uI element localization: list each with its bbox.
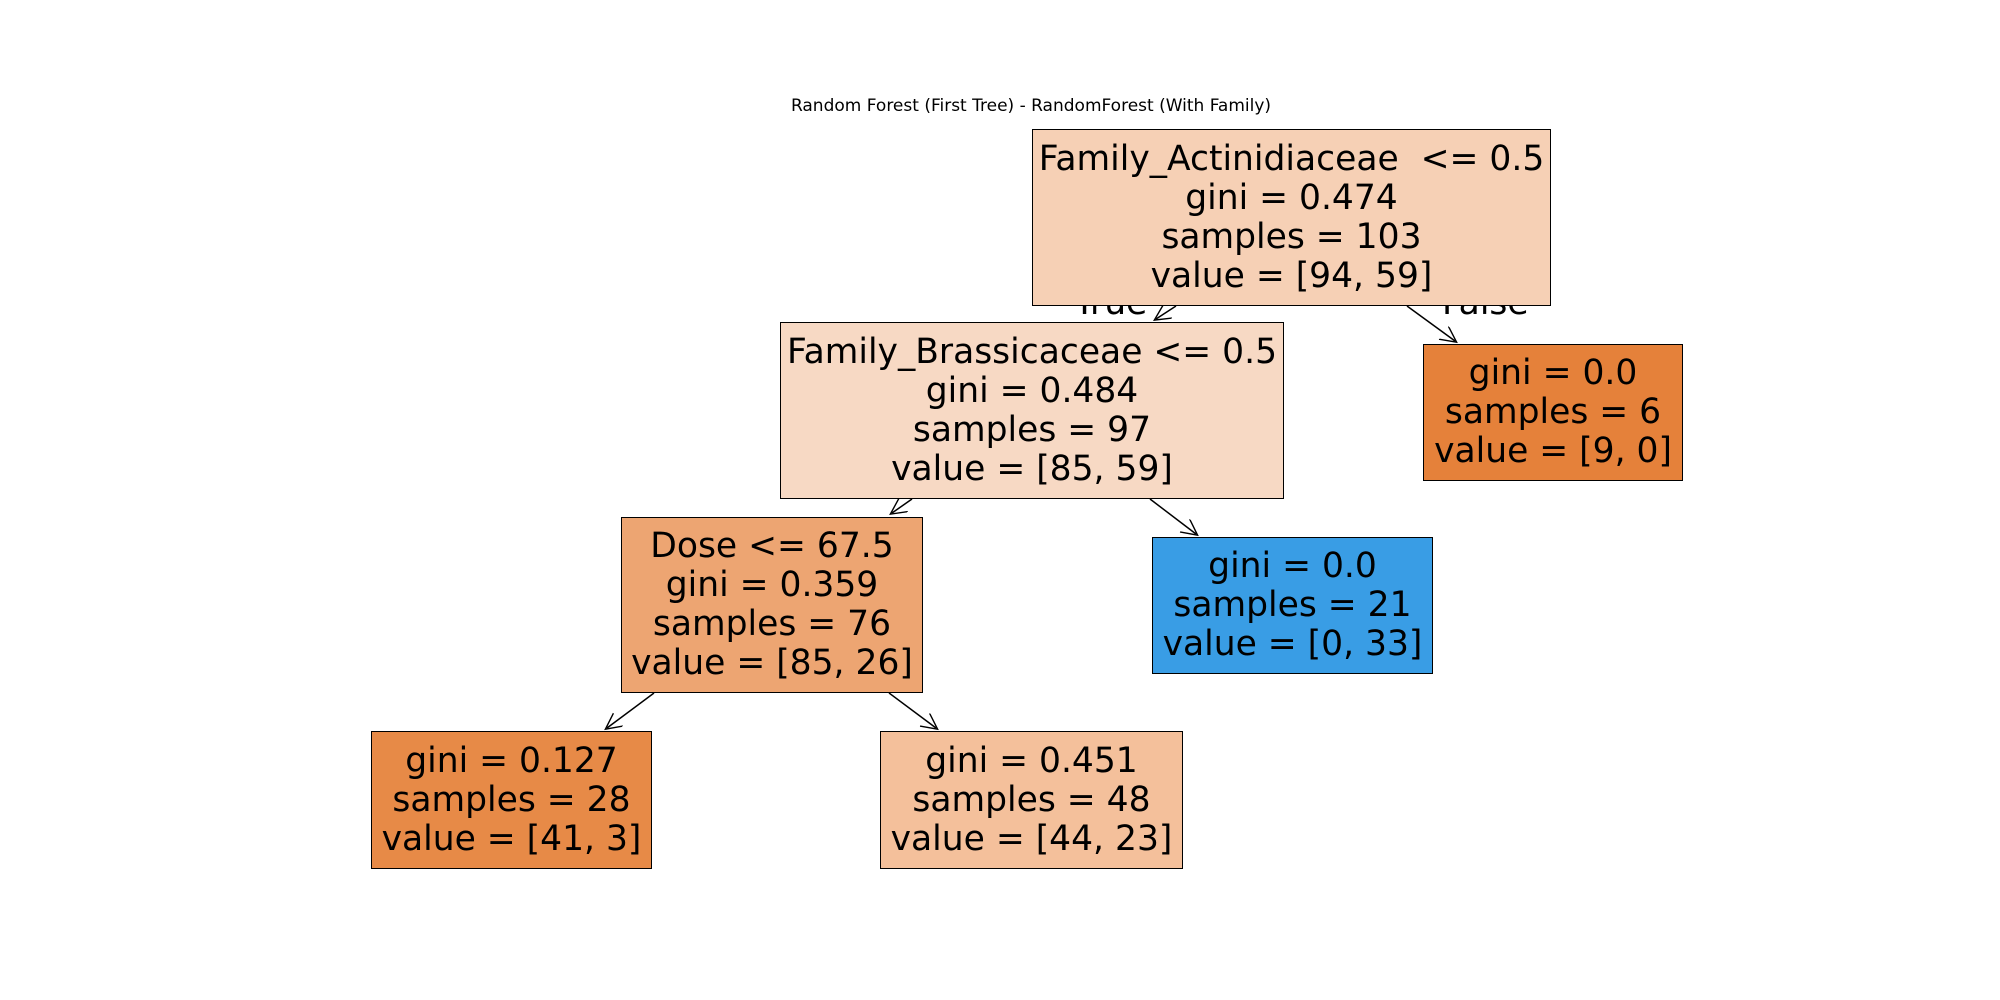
edge-n2-n3 [607, 692, 655, 728]
node-samples-label: samples = 21 [1173, 585, 1412, 625]
edge-n0-n6 [1406, 305, 1455, 341]
node-samples-label: samples = 103 [1161, 216, 1422, 257]
node-gini-label: gini = 0.451 [925, 740, 1138, 781]
edge-n2-n4 [888, 692, 936, 728]
node-gini-label: gini = 0.127 [405, 740, 618, 781]
node-samples-label: samples = 48 [912, 779, 1151, 820]
node-value-label: value = [85, 59] [891, 448, 1173, 489]
node-value-label: value = [44, 23] [890, 818, 1173, 859]
chart-title: Random Forest (First Tree) - RandomFores… [790, 96, 1272, 116]
node-gini-label: gini = 0.0 [1208, 546, 1377, 586]
node-gini-label: gini = 0.484 [925, 370, 1139, 411]
tree-node-dose: Dose <= 67.5 gini = 0.359 samples = 76 v… [621, 517, 923, 693]
edge-n1-n2 [892, 499, 913, 513]
node-value-label: value = [94, 59] [1150, 255, 1433, 296]
tree-leaf-node: gini = 0.0 samples = 21 value = [0, 33] [1152, 537, 1433, 674]
node-gini-label: gini = 0.474 [1185, 177, 1398, 218]
tree-node-root: Family_Actinidiaceae <= 0.5 gini = 0.474… [1032, 129, 1551, 306]
tree-node-family-brassicaceae: Family_Brassicaceae <= 0.5 gini = 0.484 … [780, 322, 1284, 499]
node-value-label: value = [9, 0] [1434, 431, 1672, 471]
node-samples-label: samples = 6 [1444, 392, 1662, 432]
edge-n1-n5 [1149, 498, 1196, 534]
node-gini-label: gini = 0.359 [665, 565, 879, 605]
node-value-label: value = [85, 26] [631, 643, 913, 683]
node-samples-label: samples = 97 [912, 409, 1152, 450]
node-gini-label: gini = 0.0 [1468, 353, 1638, 393]
edge-n0-n1 [1156, 306, 1177, 319]
tree-leaf-node: gini = 0.0 samples = 6 value = [9, 0] [1423, 344, 1683, 481]
tree-leaf-node: gini = 0.127 samples = 28 value = [41, 3… [371, 731, 652, 869]
node-split-label: Dose <= 67.5 [650, 526, 894, 566]
node-samples-label: samples = 28 [392, 779, 631, 820]
node-value-label: value = [0, 33] [1162, 624, 1423, 664]
node-split-label: Family_Actinidiaceae <= 0.5 [1038, 138, 1545, 179]
node-split-label: Family_Brassicaceae <= 0.5 [786, 331, 1278, 372]
node-value-label: value = [41, 3] [381, 818, 642, 859]
node-samples-label: samples = 76 [652, 604, 892, 644]
tree-leaf-node: gini = 0.451 samples = 48 value = [44, 2… [880, 731, 1183, 869]
